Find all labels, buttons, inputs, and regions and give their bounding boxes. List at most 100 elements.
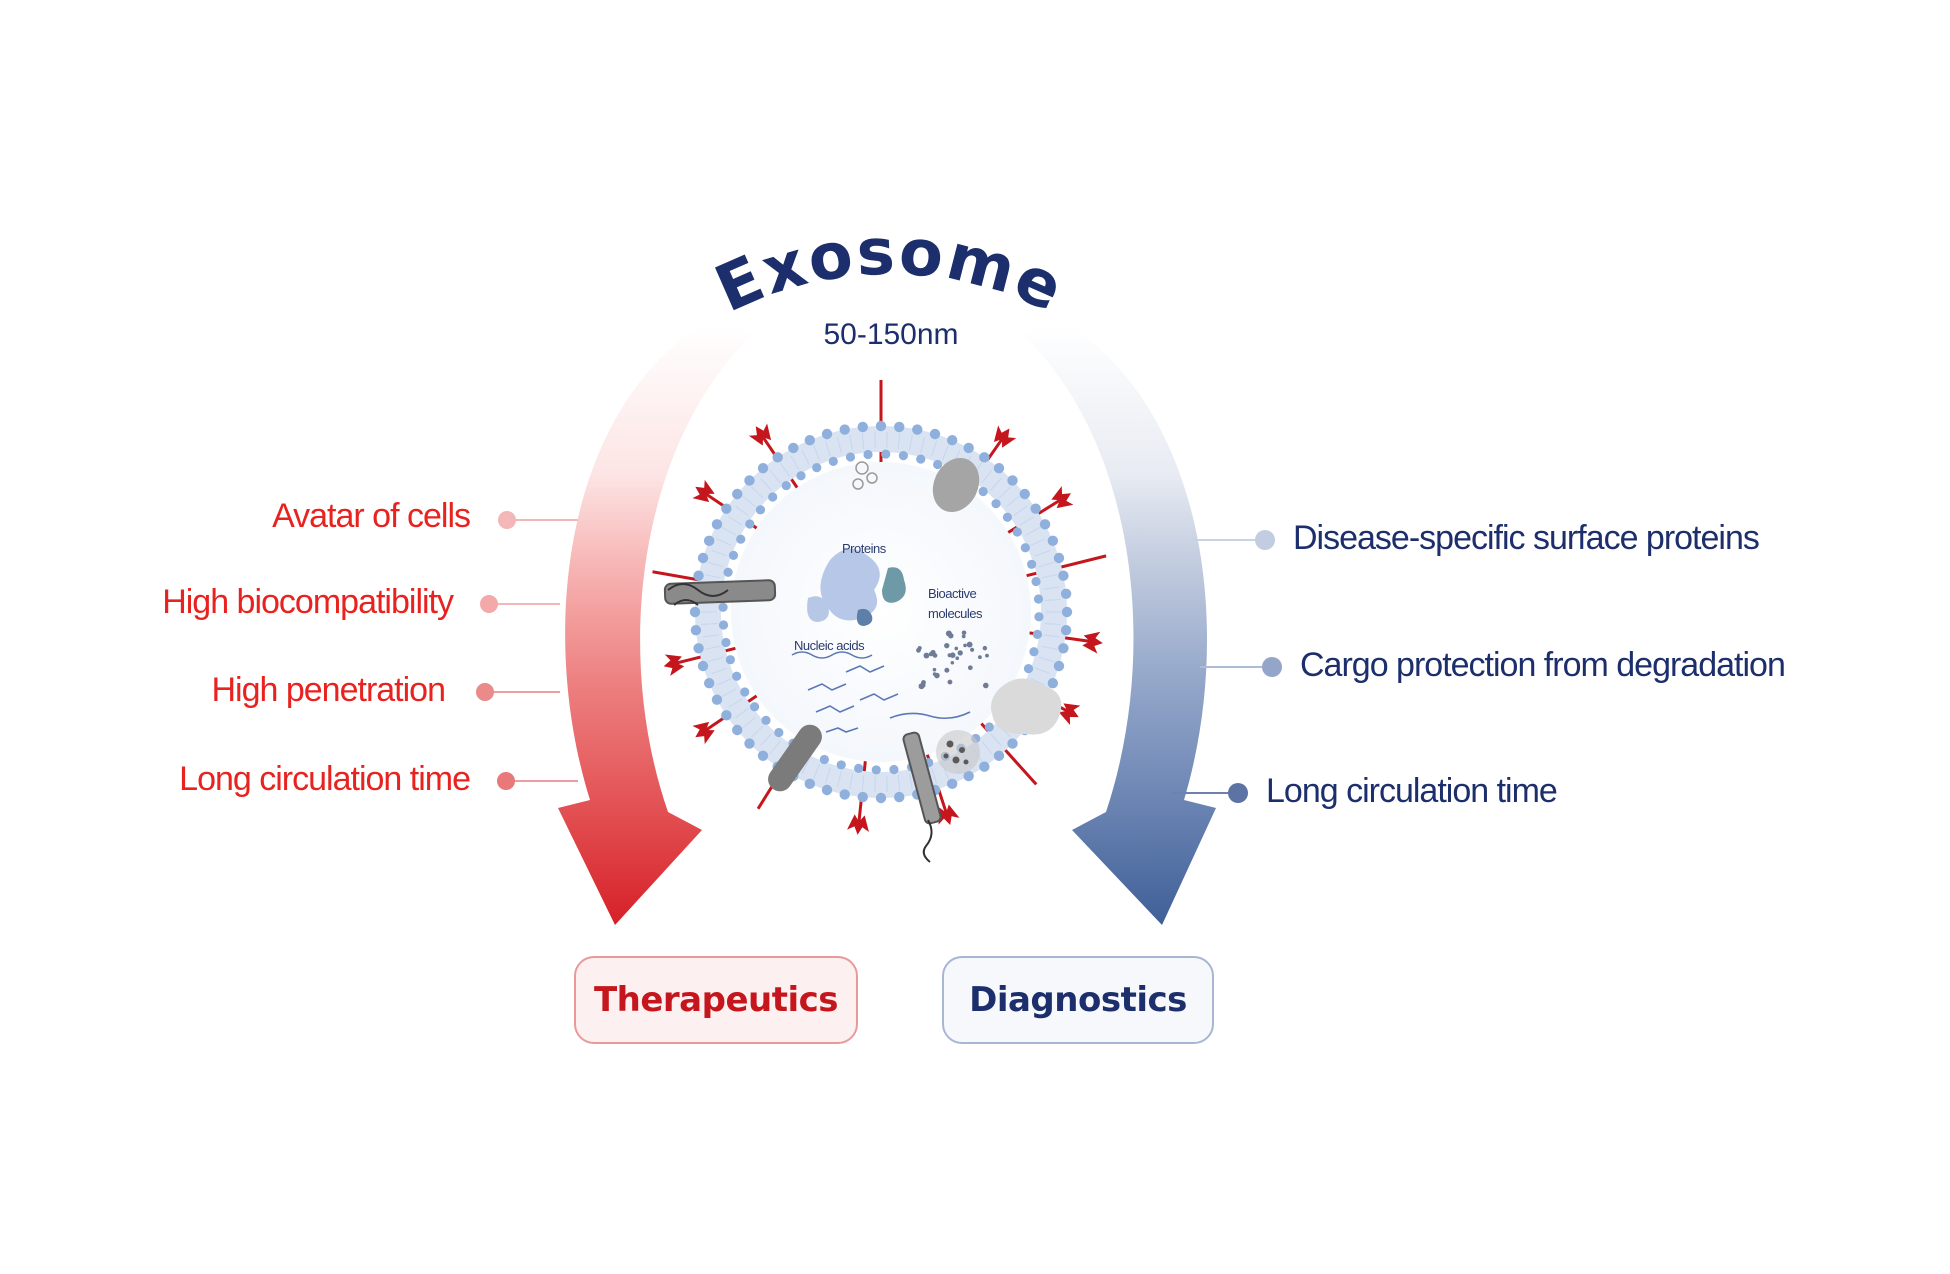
lipid-tail bbox=[1041, 645, 1058, 650]
lipid-tail bbox=[735, 707, 749, 719]
bioactive-dot bbox=[944, 667, 950, 673]
lipid-head bbox=[1007, 475, 1018, 486]
lipid-tail bbox=[728, 516, 743, 526]
receptor-head-shape bbox=[1058, 703, 1081, 725]
lipid-tail bbox=[1025, 527, 1041, 536]
membrane-proteins bbox=[663, 457, 1062, 863]
receptor-head bbox=[663, 654, 685, 676]
lipid-head bbox=[1058, 643, 1069, 654]
lipid-head bbox=[718, 620, 729, 630]
lipid-head bbox=[693, 570, 704, 581]
lipid-tail bbox=[702, 634, 719, 638]
receptor-head-shape bbox=[692, 479, 715, 503]
lipid-head bbox=[1060, 625, 1072, 636]
lipid-tail bbox=[1043, 634, 1060, 638]
therapeutics-label: Therapeutics bbox=[593, 980, 839, 1020]
bioactive-dot bbox=[921, 683, 926, 688]
lipid-head bbox=[978, 486, 988, 497]
therapeutics-box: Therapeutics bbox=[574, 956, 858, 1044]
lipid-head bbox=[1034, 612, 1044, 622]
lipid-head bbox=[1019, 488, 1030, 500]
lipid-head bbox=[749, 702, 760, 712]
bioactive-dot bbox=[950, 661, 955, 665]
lipid-head bbox=[933, 459, 943, 470]
lipid-tail bbox=[1034, 667, 1051, 675]
bioactive-dot bbox=[932, 667, 937, 672]
lipid-tail bbox=[941, 444, 949, 461]
lipid-tail bbox=[886, 432, 888, 449]
lipid-tail bbox=[1019, 516, 1034, 526]
lipid-tail bbox=[711, 549, 728, 557]
lipid-tail bbox=[908, 773, 913, 790]
lipid-head bbox=[711, 519, 723, 530]
lipid-tail bbox=[861, 775, 865, 792]
lipid-head bbox=[1047, 535, 1059, 547]
lipid-tail bbox=[897, 775, 901, 792]
lipid-tail bbox=[931, 767, 938, 784]
receptor-head bbox=[993, 425, 1017, 448]
lipid-tail bbox=[704, 645, 721, 650]
lipid-head bbox=[788, 442, 799, 454]
lipid-head bbox=[723, 567, 733, 577]
bioactive-dot bbox=[923, 652, 930, 659]
cargo-label-proteins: Proteins bbox=[842, 541, 887, 556]
lipid-head bbox=[1030, 503, 1041, 514]
lipid-head bbox=[796, 471, 806, 481]
bioactive-dot bbox=[934, 672, 940, 679]
lipid-tail bbox=[769, 469, 781, 484]
lipid-tail bbox=[824, 767, 831, 784]
lipid-head bbox=[804, 434, 816, 446]
lipid-head bbox=[898, 450, 908, 461]
lipid-tail bbox=[721, 688, 737, 697]
lipid-tail bbox=[1034, 549, 1051, 557]
exosome-vesicle: Proteins Bioactive molecules Nucleic aci… bbox=[652, 380, 1107, 863]
diagnostics-arrow bbox=[1020, 325, 1216, 925]
cargo-label-nucleic-acids: Nucleic acids bbox=[794, 638, 865, 653]
lipid-tail bbox=[1041, 574, 1058, 579]
lipid-tail bbox=[990, 733, 1002, 747]
lipid-tail bbox=[801, 449, 810, 465]
lipid-head bbox=[839, 789, 850, 800]
lipid-head bbox=[845, 452, 856, 462]
receptor-head bbox=[938, 804, 960, 826]
lipid-head bbox=[732, 671, 742, 681]
lipid-head bbox=[1007, 738, 1018, 749]
receptor-head bbox=[692, 479, 715, 503]
lipid-head bbox=[1039, 519, 1051, 530]
lipid-head bbox=[993, 463, 1005, 474]
lipid-head bbox=[1053, 552, 1065, 564]
lipid-head bbox=[703, 535, 715, 547]
lipid-tail bbox=[1030, 678, 1046, 686]
therapeutics-arrow bbox=[558, 325, 755, 925]
bioactive-dot bbox=[930, 649, 936, 655]
bioactive-dot bbox=[961, 630, 967, 636]
lipid-head bbox=[697, 552, 709, 564]
lipid-head bbox=[1047, 677, 1059, 689]
lipid-head bbox=[1002, 512, 1013, 522]
lipid-head bbox=[804, 778, 816, 790]
lipid-head bbox=[693, 643, 704, 654]
lipid-head bbox=[721, 710, 732, 721]
lipid-head bbox=[839, 424, 850, 435]
cargo-label-bioactive: Bioactive bbox=[928, 586, 977, 601]
lipid-tail bbox=[1044, 598, 1061, 602]
lipid-head bbox=[1029, 647, 1039, 657]
lipid-head bbox=[1031, 576, 1041, 587]
lipid-head bbox=[728, 550, 739, 560]
lipid-tail bbox=[801, 759, 810, 775]
lipid-head bbox=[946, 778, 958, 790]
bioactive-dot bbox=[947, 679, 953, 685]
bioactive-dot bbox=[967, 665, 973, 671]
lipid-head bbox=[875, 792, 887, 804]
lipid-head bbox=[854, 763, 864, 774]
lipid-tail bbox=[742, 717, 756, 729]
receptor-head bbox=[1058, 703, 1081, 725]
cargo-proteins bbox=[807, 548, 906, 626]
lipid-head bbox=[718, 602, 728, 612]
lipid-head bbox=[732, 488, 743, 500]
bioactive-dot bbox=[955, 656, 960, 661]
receptor-head-shape bbox=[1082, 631, 1103, 654]
lipid-tail bbox=[704, 574, 721, 579]
left-feature-2: High biocompatibility bbox=[162, 583, 454, 621]
